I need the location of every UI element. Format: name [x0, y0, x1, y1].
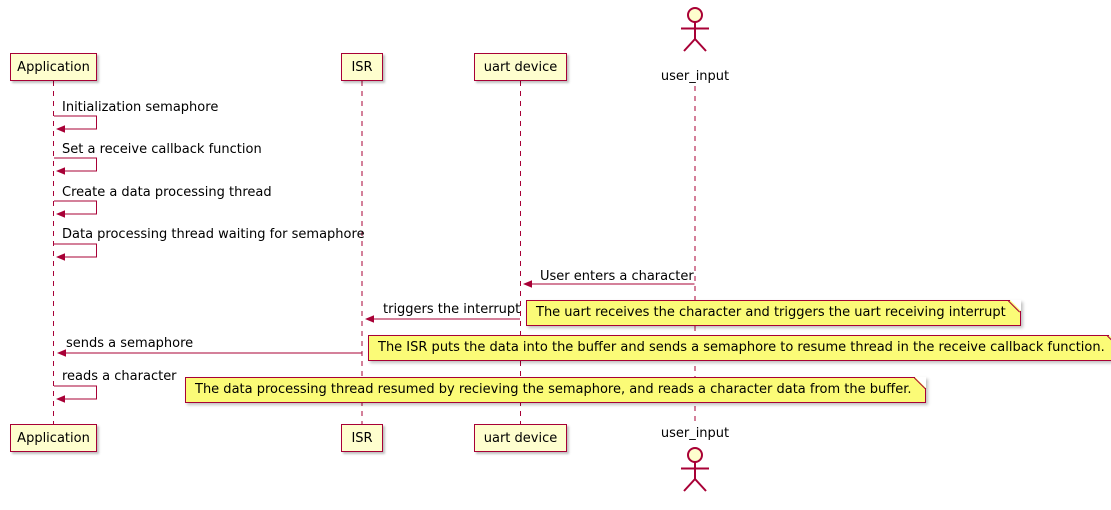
message-label-set-callback: Set a receive callback function [62, 142, 262, 157]
message-label-initialization-semaphore: Initialization semaphore [62, 100, 219, 115]
message-label-user-enters-character: User enters a character [540, 269, 694, 284]
arrow-user-input-to-uart [523, 280, 695, 288]
message-label-triggers-interrupt: triggers the interrupt [383, 302, 521, 317]
self-arrow-wait-semaphore [54, 243, 97, 261]
self-arrow-create-thread [54, 200, 97, 218]
participant-application-bottom: Application [10, 424, 97, 452]
participant-isr-bottom: ISR [341, 424, 383, 452]
message-label-sends-semaphore: sends a semaphore [66, 336, 194, 351]
message-label-wait-semaphore: Data processing thread waiting for semap… [62, 227, 365, 242]
actor-user-input-label-bottom: user_input [660, 426, 730, 441]
arrow-uart-to-isr [365, 315, 520, 323]
note-thread-reads-data: The data processing thread resumed by re… [185, 377, 927, 403]
message-label-reads-character: reads a character [62, 369, 177, 384]
self-arrow-reads-character [54, 385, 97, 403]
note-isr-sends-semaphore: The ISR puts the data into the buffer an… [368, 335, 1111, 361]
participant-uart-device-bottom: uart device [474, 424, 567, 452]
note-uart-receives-interrupt: The uart receives the character and trig… [526, 300, 1021, 326]
self-arrow-initialization-semaphore [54, 115, 97, 133]
arrow-isr-to-application [57, 349, 362, 357]
participant-application-top: Application [10, 53, 97, 81]
message-label-create-thread: Create a data processing thread [62, 185, 272, 200]
actor-figure-bottom [681, 447, 709, 492]
actor-figure-top [681, 7, 709, 52]
participant-isr-top: ISR [341, 53, 383, 81]
self-arrow-set-callback [54, 157, 97, 175]
participant-uart-device-top: uart device [474, 53, 567, 81]
actor-user-input-label-top: user_input [660, 69, 730, 84]
